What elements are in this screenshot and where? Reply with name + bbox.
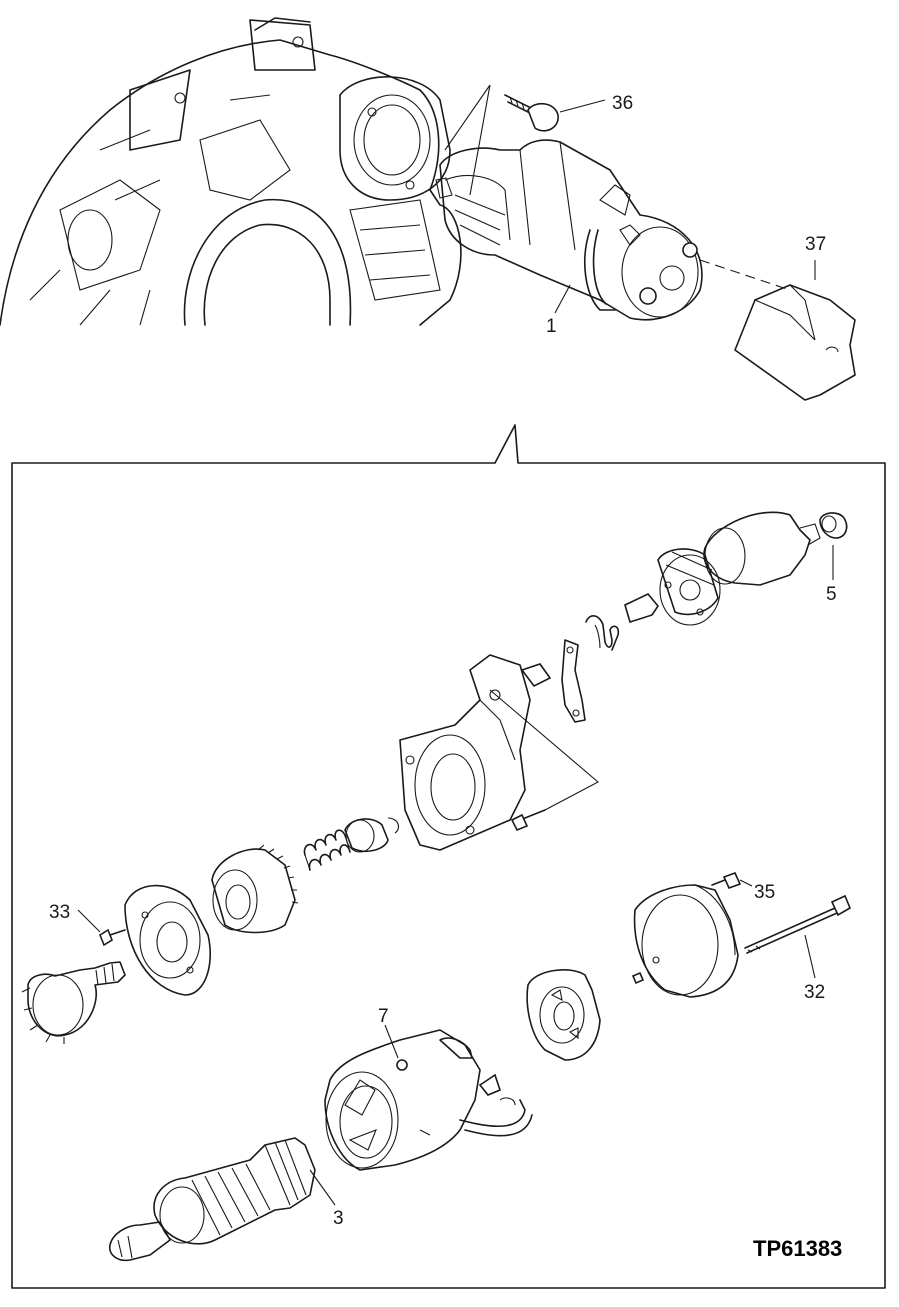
flywheel-housing	[0, 17, 462, 326]
callout-35: 35	[754, 882, 775, 903]
starter-motor-assembled	[435, 139, 703, 321]
callout-32: 32	[804, 982, 825, 1003]
through-bolt-32	[744, 894, 852, 979]
callout-5: 5	[826, 584, 837, 605]
overrunning-clutch	[211, 844, 299, 934]
spring	[303, 829, 351, 871]
leader-1	[554, 284, 571, 314]
end-frame	[631, 884, 739, 998]
armature	[108, 1137, 336, 1262]
drive-end-housing	[399, 654, 599, 851]
callout-7: 7	[378, 1006, 389, 1027]
callout-3: 3	[333, 1208, 344, 1229]
brush-holder	[526, 969, 601, 1061]
cover-37	[699, 259, 856, 401]
retaining-ring	[344, 817, 400, 853]
solenoid-cap-5	[819, 512, 848, 580]
bolt-36-top	[444, 84, 606, 196]
pinion-gear	[21, 961, 126, 1044]
bolt-35	[711, 871, 753, 890]
callout-36: 36	[612, 93, 633, 114]
figure-id: TP61383	[753, 1236, 842, 1261]
detail-frame	[11, 424, 886, 1289]
callout-1: 1	[546, 316, 557, 337]
callout-33: 33	[49, 902, 70, 923]
leader-7	[384, 1024, 399, 1059]
bolt-33	[77, 909, 126, 947]
bearing-plate	[124, 884, 212, 996]
housing-bolt	[510, 809, 546, 832]
field-frame-yoke	[324, 1029, 533, 1171]
solenoid	[657, 511, 821, 626]
callout-37: 37	[805, 234, 826, 255]
plunger-and-lever	[520, 593, 659, 723]
